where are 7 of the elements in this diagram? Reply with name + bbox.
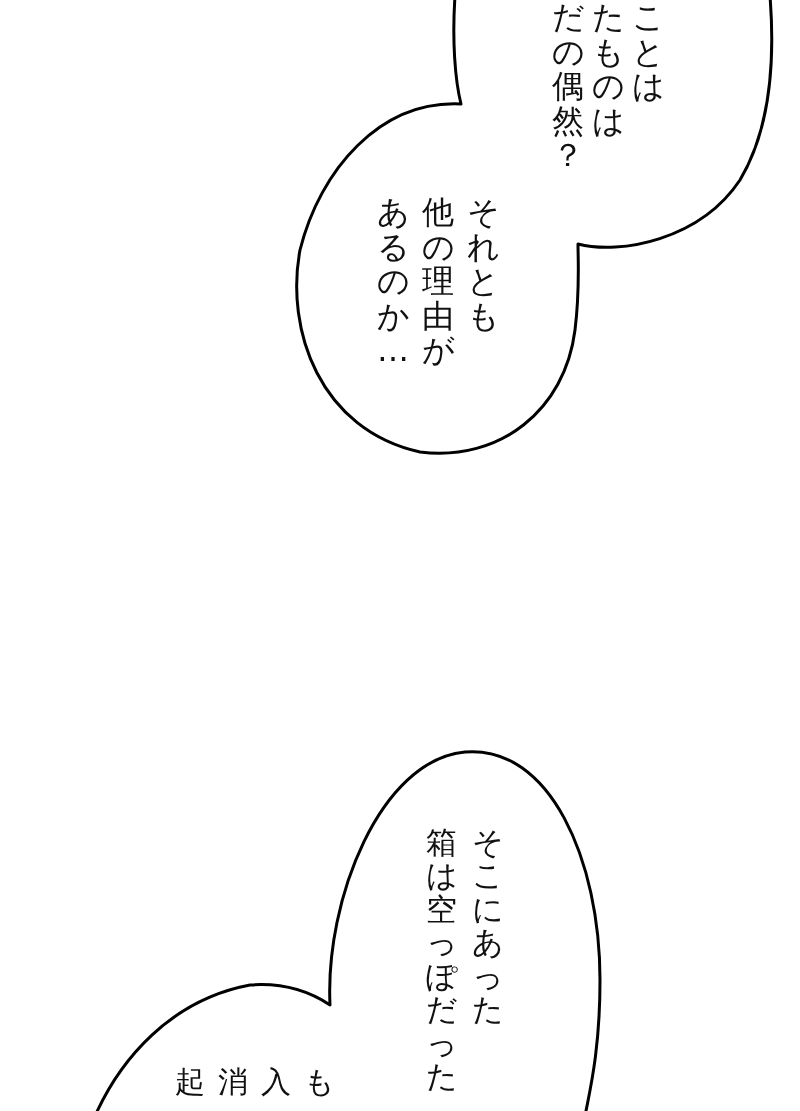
speech-text: それとも他の理由があるのか… [377,195,499,368]
speech-text: 消 [218,1066,248,1099]
speech-text: そこにあった箱は空っぽだった [426,826,503,1094]
speech-text: も [304,1066,334,1099]
speech-text: 入 [261,1066,291,1099]
speech-text: 起 [175,1066,205,1099]
speech-text: ことはたものはだの偶然？ [552,0,664,173]
